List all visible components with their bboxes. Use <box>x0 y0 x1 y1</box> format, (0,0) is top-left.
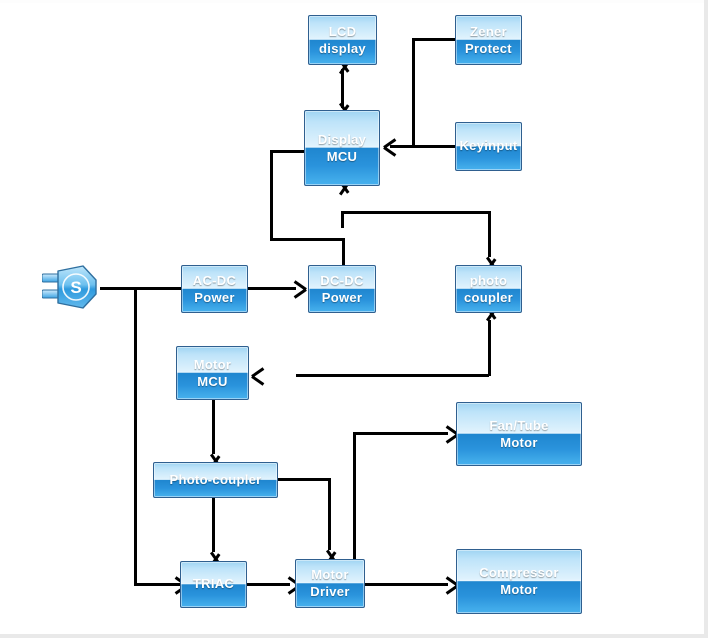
block-dc-dc-power-line2: Power <box>321 289 363 305</box>
connector-mcu-feed-vertical <box>270 150 273 240</box>
block-photo-coupler-top[interactable]: photo coupler <box>455 265 522 313</box>
block-dc-dc-power-line1: DC-DC <box>320 272 364 288</box>
connector-mcu-to-photocoupler-vertical <box>488 211 491 257</box>
connector-triac-to-motordriver <box>247 583 290 586</box>
block-triac[interactable]: TRIAC <box>180 561 247 608</box>
connector-plug-to-acdc <box>100 287 182 290</box>
connector-mains-bus-to-triac <box>134 583 180 586</box>
block-fan-tube-motor-line2: Motor <box>500 434 538 450</box>
block-fan-tube-motor-line1: Fan/Tube <box>489 417 549 433</box>
block-keyinput-line1: Keyinput <box>459 138 518 154</box>
connector-keyinput-to-display-mcu <box>390 145 457 148</box>
connector-photocoupler-to-mcu-vertical <box>341 211 344 228</box>
connector-motordriver-to-photocoupler-horizontal <box>296 374 489 377</box>
connector-motordriver-to-fan-horizontal-high <box>353 432 448 435</box>
block-zener-protect-line2: Protect <box>465 40 512 56</box>
connector-mcu-to-photocoupler-horizontal <box>341 211 490 214</box>
block-keyinput[interactable]: Keyinput <box>455 122 522 171</box>
block-triac-line1: TRIAC <box>192 576 235 592</box>
connector-photocoupler-to-motordriver-vertical <box>328 478 331 550</box>
block-display-mcu-line1: Display <box>317 131 367 147</box>
block-motor-mcu-line2: MCU <box>197 373 228 389</box>
block-compressor-motor-line2: Motor <box>500 582 538 597</box>
connector-dcdc-vertical <box>342 238 345 266</box>
connector-mains-bus-vertical <box>134 287 137 585</box>
connector-motordriver-to-fan-vertical <box>353 432 356 584</box>
block-lcd-display[interactable]: LCD display <box>308 15 377 65</box>
connector-photocoupler-to-triac <box>212 498 215 552</box>
block-ac-dc-power-line1: AC-DC <box>192 272 237 288</box>
block-motor-mcu[interactable]: Motor MCU <box>176 346 249 400</box>
block-display-mcu-line2: MCU <box>326 148 358 164</box>
block-compressor-motor[interactable]: Compressor Motor <box>456 549 582 614</box>
connector-mcu-feed-into-block <box>270 150 304 153</box>
connector-motordriver-to-photocoupler-vertical <box>488 320 491 376</box>
block-photo-coupler-bottom-line1: Photo-coupler <box>169 471 262 487</box>
block-ac-dc-power[interactable]: AC-DC Power <box>181 265 248 313</box>
block-lcd-display-line1: LCD <box>328 23 357 39</box>
block-compressor-motor-line1: Compressor <box>479 565 559 581</box>
canvas-bottom-edge <box>0 634 708 638</box>
block-zener-protect-line1: Zener <box>470 23 507 39</box>
block-zener-protect[interactable]: Zener Protect <box>455 15 522 65</box>
canvas-right-edge <box>704 0 708 638</box>
connector-zener-vertical <box>412 38 415 148</box>
connector-lcd-to-display-mcu <box>341 69 344 108</box>
connector-zener-top-horizontal <box>412 38 457 41</box>
connector-motordriver-to-compressor <box>365 583 448 586</box>
block-display-mcu[interactable]: Display MCU <box>304 110 380 186</box>
block-motor-mcu-line1: Motor <box>193 356 232 372</box>
block-photo-coupler-top-line2: coupler <box>463 289 514 305</box>
block-motor-driver[interactable]: Motor Driver <box>295 559 365 608</box>
connector-dcdc-to-mcu-bus <box>270 238 345 241</box>
block-fan-tube-motor[interactable]: Fan/Tube Motor <box>456 402 582 466</box>
block-photo-coupler-top-line1: photo <box>469 272 508 288</box>
connector-acdc-to-dcdc <box>248 287 296 290</box>
block-ac-dc-power-line2: Power <box>194 289 235 305</box>
connector-photocoupler-to-motordriver-horizontal <box>278 478 331 481</box>
block-dc-dc-power[interactable]: DC-DC Power <box>308 265 376 313</box>
block-motor-driver-line2: Driver <box>310 584 350 599</box>
canvas-top-edge <box>0 0 708 3</box>
block-motor-driver-line1: Motor <box>311 567 349 583</box>
power-plug-icon: S <box>42 260 104 316</box>
connector-motormcu-to-photocoupler <box>212 400 215 454</box>
block-photo-coupler-bottom[interactable]: Photo-coupler <box>153 462 278 498</box>
power-plug-letter: S <box>70 278 81 297</box>
block-lcd-display-line2: display <box>319 40 366 56</box>
